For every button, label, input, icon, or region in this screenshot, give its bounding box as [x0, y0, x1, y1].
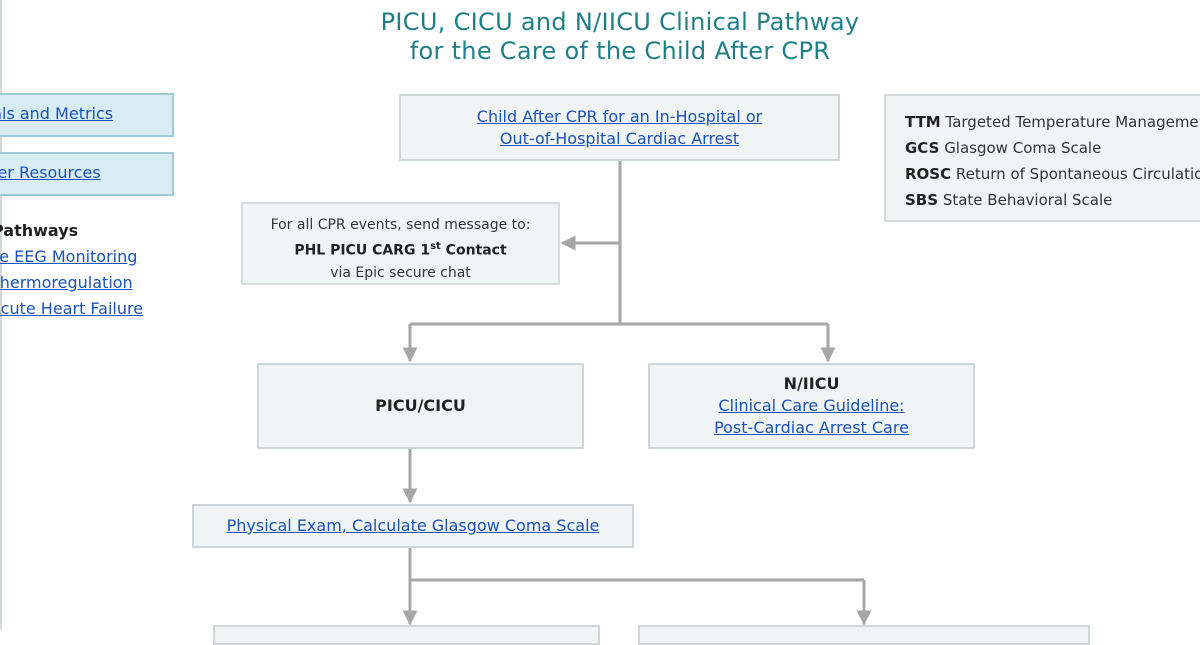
goals-and-metrics-button[interactable]: Goals and Metrics	[0, 93, 174, 137]
notify-line-3: via Epic secure chat	[330, 264, 471, 281]
legend-text: Glasgow Coma Scale	[944, 139, 1102, 157]
next-node-right-partial	[638, 625, 1090, 645]
related-pathways: Pathways Seizure EEG Monitoring Thermore…	[0, 218, 143, 322]
legend-item-rosc: ROSC Return of Spontaneous Circulation	[905, 161, 1200, 187]
notify-contact-suffix: Contact	[440, 242, 507, 259]
title-line-2: for the Care of the Child After CPR	[409, 37, 831, 65]
notify-contact-sup: st	[430, 241, 441, 252]
title-line-1: PICU, CICU and N/IICU Clinical Pathway	[380, 8, 860, 36]
start-node-link-line-2[interactable]: Out-of-Hospital Cardiac Arrest	[499, 129, 740, 148]
legend-item-ttm: TTM Targeted Temperature Management	[905, 109, 1200, 135]
pathway-link-thermoregulation[interactable]: Thermoregulation	[0, 273, 133, 292]
legend-abbr: SBS	[905, 191, 939, 209]
pathways-heading: Pathways	[0, 221, 79, 240]
niicu-node-box: N/IICU Clinical Care Guideline: Post-Car…	[648, 363, 975, 449]
start-node-box[interactable]: Child After CPR for an In-Hospital or Ou…	[399, 94, 840, 161]
start-node-link-line-1[interactable]: Child After CPR for an In-Hospital or	[476, 107, 763, 126]
notify-line-1: For all CPR events, send message to:	[270, 217, 531, 233]
niicu-guideline-link-2[interactable]: Post-Cardiac Arrest Care	[714, 418, 909, 437]
notify-contact-name: PHL PICU CARG 1	[294, 242, 431, 259]
page-title: PICU, CICU and N/IICU Clinical Pathway f…	[300, 8, 940, 66]
physical-exam-node-box[interactable]: Physical Exam, Calculate Glasgow Coma Sc…	[192, 504, 634, 548]
pathway-link-seizure-eeg[interactable]: Seizure EEG Monitoring	[0, 247, 138, 266]
legend-text: State Behavioral Scale	[942, 191, 1113, 209]
notify-node-box: For all CPR events, send message to: PHL…	[241, 202, 560, 285]
legend-text: Return of Spontaneous Circulation	[955, 165, 1200, 183]
legend-abbr: TTM	[905, 113, 941, 131]
legend-item-sbs: SBS State Behavioral Scale	[905, 187, 1200, 213]
legend-text: Targeted Temperature Management	[945, 113, 1200, 131]
provider-resources-button[interactable]: Provider Resources	[0, 152, 174, 196]
legend-abbr: GCS	[905, 139, 940, 157]
niicu-guideline-link-1[interactable]: Clinical Care Guideline:	[718, 396, 905, 415]
flow-connectors	[402, 161, 872, 626]
goals-and-metrics-label[interactable]: Goals and Metrics	[0, 104, 114, 123]
physical-exam-link[interactable]: Physical Exam, Calculate Glasgow Coma Sc…	[226, 516, 600, 535]
pathway-link-acute-heart-failure[interactable]: Acute Heart Failure	[0, 299, 144, 318]
abbreviation-legend: TTM Targeted Temperature Management GCS …	[884, 94, 1200, 222]
niicu-heading: N/IICU	[783, 374, 840, 393]
legend-item-gcs: GCS Glasgow Coma Scale	[905, 135, 1200, 161]
picu-cicu-node-box: PICU/CICU	[257, 363, 584, 449]
picu-cicu-label: PICU/CICU	[375, 396, 466, 415]
next-node-left-partial	[213, 625, 600, 645]
legend-abbr: ROSC	[905, 165, 952, 183]
notify-contact: PHL PICU CARG 1st Contact	[243, 236, 558, 262]
provider-resources-label[interactable]: Provider Resources	[0, 163, 101, 182]
left-frame-border	[0, 0, 2, 630]
